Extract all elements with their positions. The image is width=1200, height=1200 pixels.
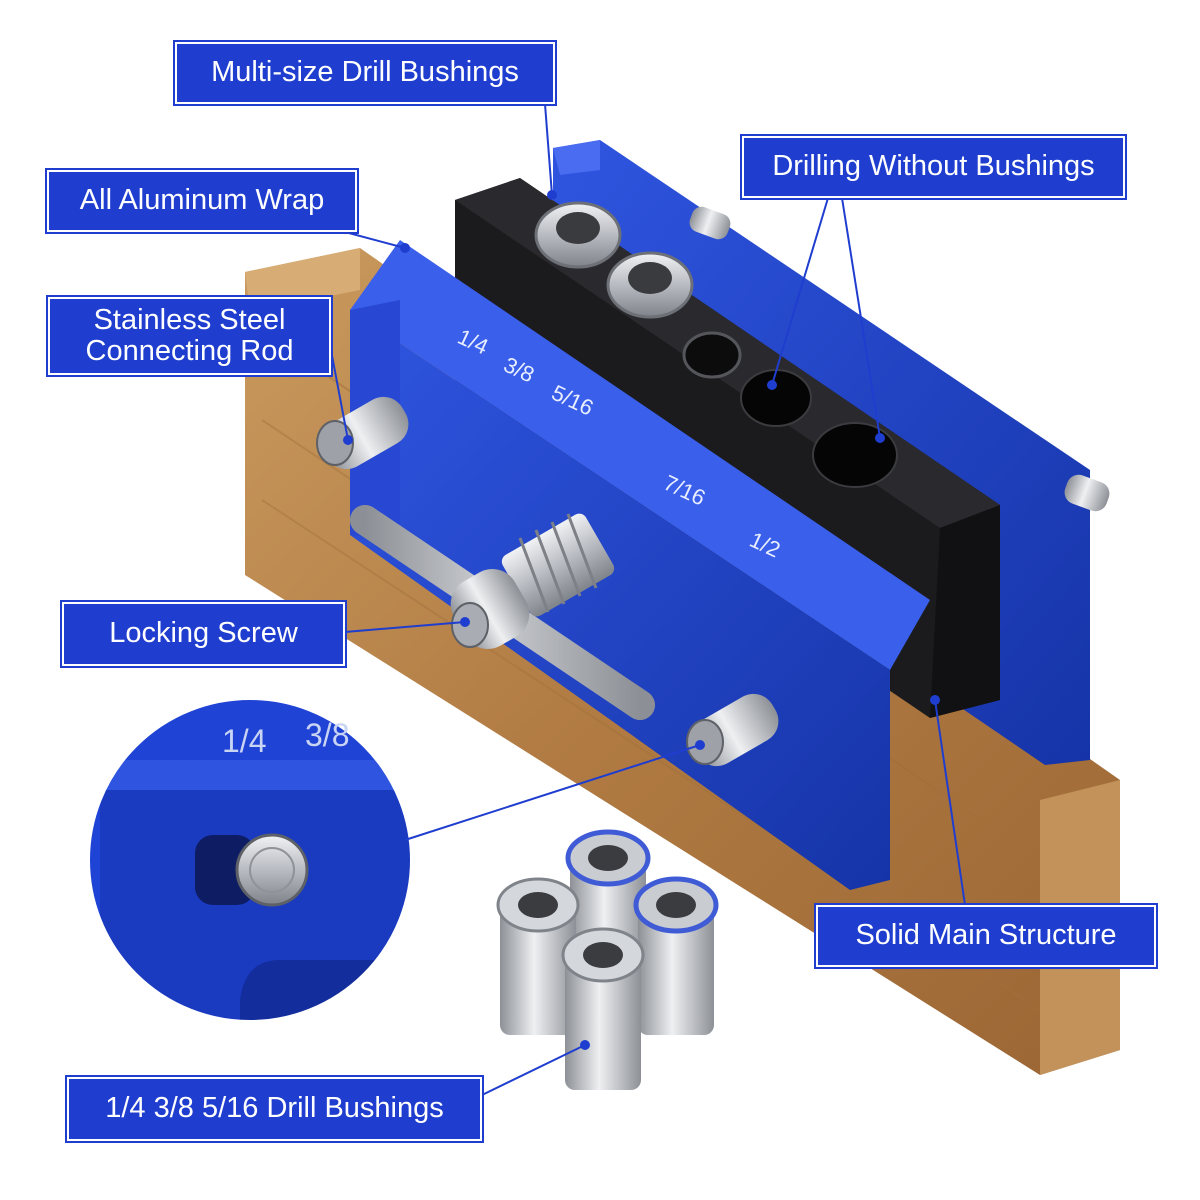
threaded-hole xyxy=(682,331,742,379)
loose-bushing-front xyxy=(561,927,645,1090)
knurled-bushing-2 xyxy=(606,251,694,319)
loose-bushing-right xyxy=(633,876,719,1035)
callout-all-aluminum-wrap-label: All Aluminum Wrap xyxy=(79,184,325,217)
knurled-bushing-1 xyxy=(534,201,622,269)
back-pin-bottom xyxy=(1064,474,1110,512)
callout-drilling-without-bushings-label: Drilling Without Bushings xyxy=(772,150,1095,183)
locking-screw xyxy=(350,505,655,720)
zoom-mark-3-8: 3/8 xyxy=(305,717,349,753)
callout-solid-main-structure-label: Solid Main Structure xyxy=(855,919,1117,952)
callout-solid-main-structure: Solid Main Structure xyxy=(816,905,1156,967)
plain-hole-2 xyxy=(812,422,898,488)
zoom-detail: 1/4 3/8 xyxy=(85,695,415,1025)
leader-lines xyxy=(329,103,966,1096)
plain-hole-1 xyxy=(740,369,812,427)
callout-locking-screw-label: Locking Screw xyxy=(109,617,298,650)
callout-locking-screw: Locking Screw xyxy=(62,602,345,666)
zoom-mark-1-4: 1/4 xyxy=(222,723,266,759)
callout-drill-bushing-sizes-label: 1/4 3/8 5/16 Drill Bushings xyxy=(105,1092,444,1125)
callout-connecting-rod-label: Stainless Steel Connecting Rod xyxy=(85,303,294,367)
back-pin-top xyxy=(689,206,731,240)
callout-connecting-rod: Stainless Steel Connecting Rod xyxy=(48,297,331,375)
callout-drilling-without-bushings: Drilling Without Bushings xyxy=(742,136,1125,198)
connecting-rod-end-right xyxy=(686,693,779,767)
callout-multi-size-drill-bushings-label: Multi-size Drill Bushings xyxy=(211,56,519,89)
loose-bushing-left xyxy=(496,877,580,1035)
callout-multi-size-drill-bushings: Multi-size Drill Bushings xyxy=(175,42,555,104)
connecting-rod-end-left xyxy=(316,396,409,470)
callout-all-aluminum-wrap: All Aluminum Wrap xyxy=(47,170,357,232)
callout-drill-bushing-sizes: 1/4 3/8 5/16 Drill Bushings xyxy=(67,1077,482,1141)
